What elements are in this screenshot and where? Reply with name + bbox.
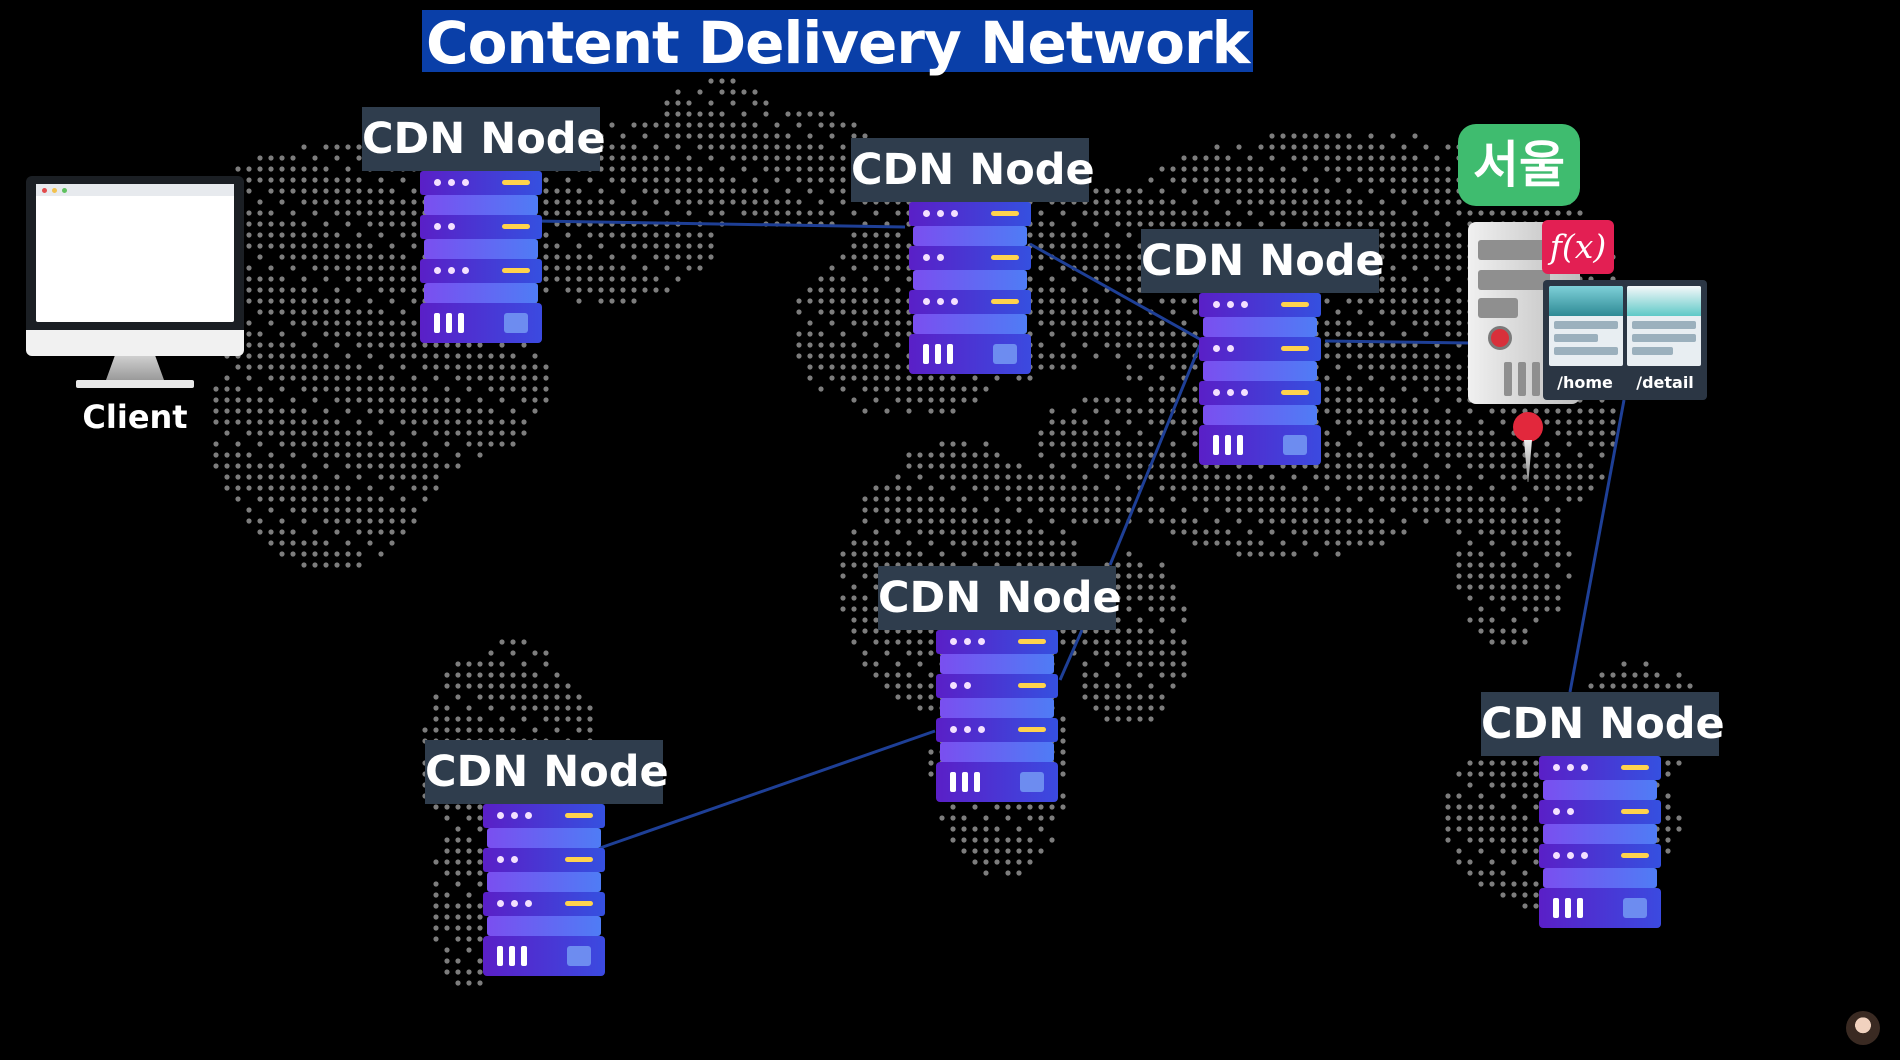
server-rack-icon — [936, 630, 1058, 802]
link-origin-node6 — [1568, 399, 1626, 693]
location-pin-icon — [1513, 412, 1543, 442]
link-node3-origin — [1324, 339, 1471, 345]
cdn-node-3: CDN Node — [1141, 229, 1385, 465]
page-thumbnail-home — [1549, 286, 1623, 366]
link-node4-up — [1058, 629, 1084, 681]
monitor-icon — [26, 176, 244, 330]
link-node4-node5b — [599, 729, 936, 850]
page-label-home: /home — [1557, 373, 1613, 392]
server-rack-icon — [420, 171, 542, 343]
presenter-avatar — [1846, 1011, 1880, 1045]
location-pin-needle — [1524, 440, 1532, 482]
seoul-badge: 서울 — [1458, 124, 1580, 206]
link-node1-node2 — [534, 219, 906, 229]
cdn-node-label: CDN Node — [425, 740, 669, 804]
power-button-icon — [1488, 326, 1512, 350]
function-badge: f(x) — [1542, 220, 1614, 274]
server-rack-icon — [1539, 756, 1661, 928]
page-label-detail: /detail — [1636, 373, 1694, 392]
server-rack-icon — [1199, 293, 1321, 465]
link-node2-node3 — [1029, 242, 1206, 344]
rendered-pages: /home /detail — [1543, 280, 1707, 400]
cdn-node-label: CDN Node — [362, 107, 606, 171]
client-computer: Client — [26, 176, 244, 436]
browser-window — [36, 184, 234, 322]
cdn-node-label: CDN Node — [1481, 692, 1725, 756]
page-title: Content Delivery Network — [422, 10, 1254, 76]
server-rack-icon — [909, 202, 1031, 374]
server-rack-icon — [483, 804, 605, 976]
client-label: Client — [82, 398, 188, 436]
cdn-node-4: CDN Node — [878, 566, 1122, 802]
cdn-node-label: CDN Node — [878, 566, 1122, 630]
cdn-node-label: CDN Node — [851, 138, 1095, 202]
cdn-node-5: CDN Node — [425, 740, 669, 976]
page-thumbnail-detail — [1627, 286, 1701, 366]
cdn-node-6: CDN Node — [1481, 692, 1725, 928]
cdn-node-label: CDN Node — [1141, 229, 1385, 293]
cdn-node-1: CDN Node — [362, 107, 606, 343]
link-node3-node4 — [1108, 344, 1202, 566]
cdn-node-2: CDN Node — [851, 138, 1095, 374]
